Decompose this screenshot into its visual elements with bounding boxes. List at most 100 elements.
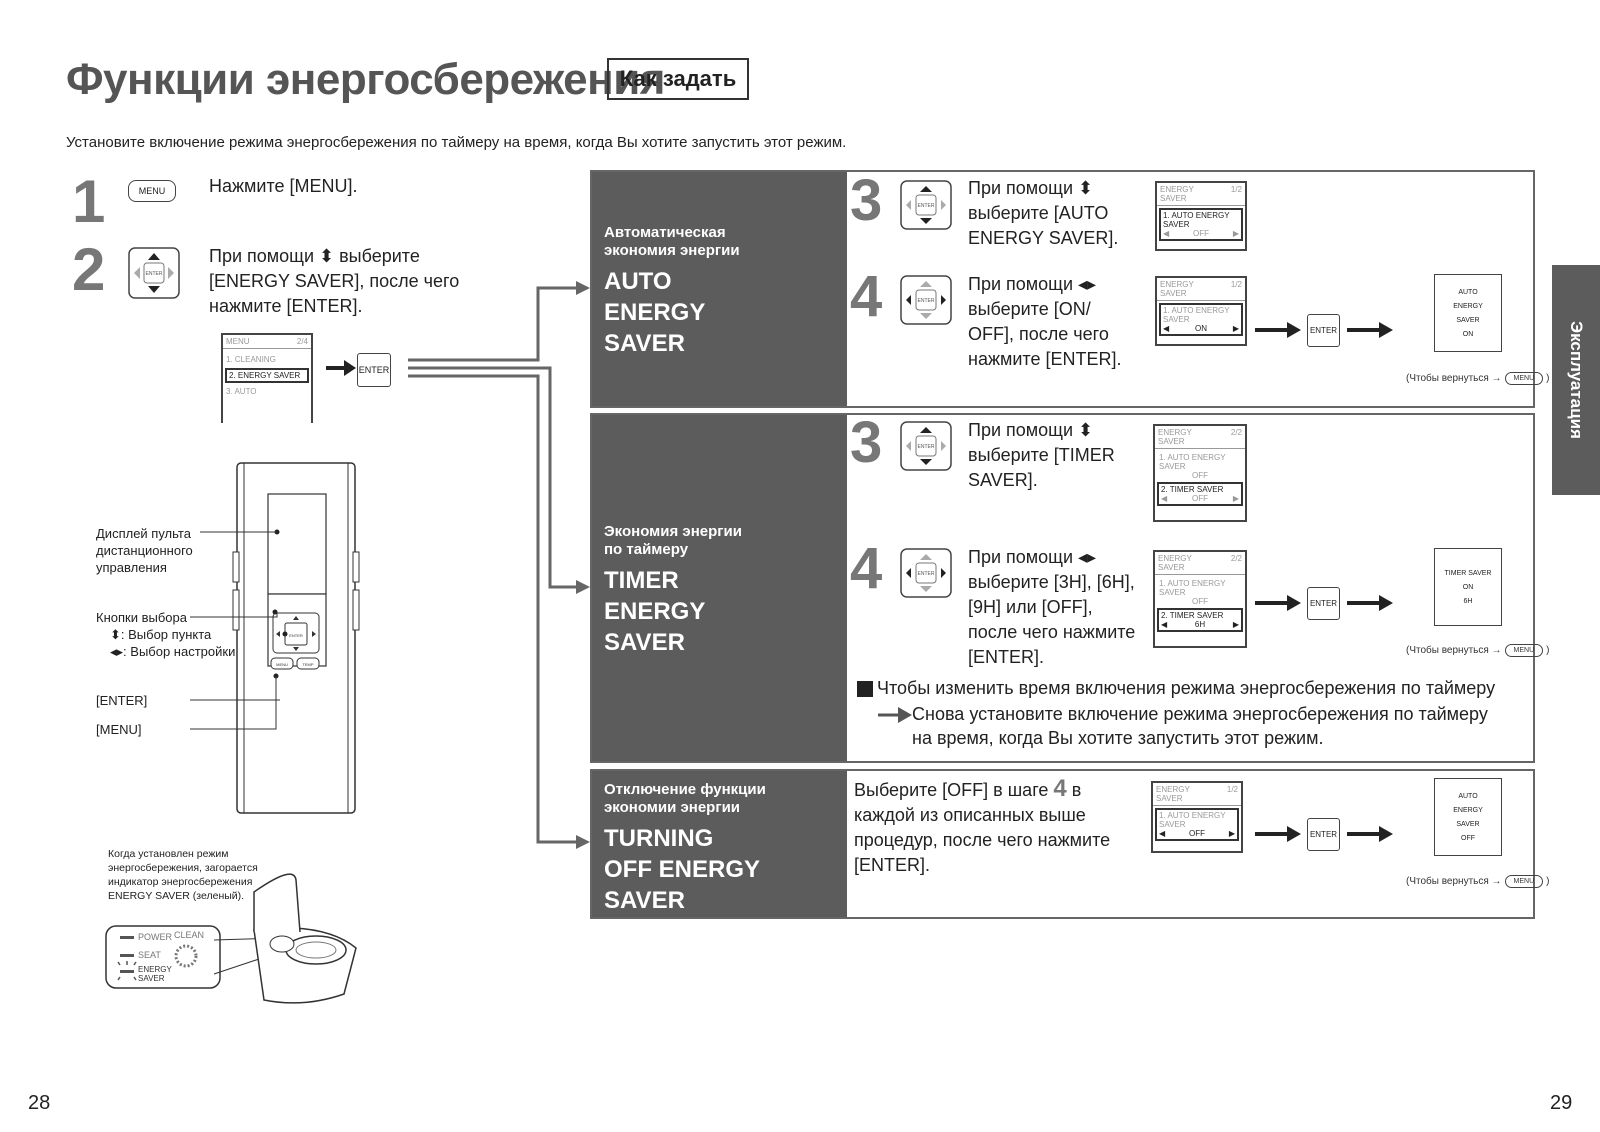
screen-item: 1. AUTO ENERGY SAVER (1159, 579, 1226, 597)
remote-enter-label: [ENTER] (96, 693, 148, 708)
result-line-2: ENERGY (1453, 302, 1483, 310)
screen-selected-label: 1. AUTO ENERGY SAVER (1163, 211, 1230, 229)
screen-value-row: ◀ON▶ (1163, 324, 1239, 333)
timer-step-3-text: При помощи ⬍ выберите [TIMER SAVER]. (968, 420, 1115, 490)
dpad-icon: ENTER (900, 180, 952, 235)
screen-selected-label: 1. AUTO ENERGY SAVER (1159, 811, 1226, 829)
dpad-icon: ENTER (900, 275, 952, 330)
off-result-display: AUTO ENERGY SAVER OFF (1434, 778, 1502, 856)
dpad-icon: ENTER (128, 247, 180, 299)
svg-text:ENTER: ENTER (918, 298, 935, 304)
screen-value-row: ◀OFF▶ (1163, 229, 1239, 238)
menu-button-icon: MENU (1504, 644, 1544, 657)
indicator-seat: SEAT (138, 950, 161, 960)
auto-section-title-1: AUTO (604, 268, 672, 295)
remote-menu-label: [MENU] (96, 722, 142, 737)
svg-text:ENTER: ENTER (918, 571, 935, 577)
off-section-title-2: OFF ENERGY (604, 856, 761, 883)
timer-section-title-1: TIMER (604, 567, 679, 594)
screen-selected-item: 2. TIMER SAVER◀6H▶ (1157, 608, 1243, 632)
remote-leader-lines (190, 531, 280, 730)
arrow-right-icon (878, 706, 912, 729)
screen-value: OFF (1189, 829, 1205, 838)
auto-back-hint: (Чтобы вернуться →MENU) (1406, 372, 1550, 385)
off-section-subtitle: Отключение функции экономии энергии (604, 781, 766, 816)
screen-page: 1/2 (1230, 280, 1242, 289)
dpad-icon: ENTER (900, 421, 952, 476)
screen-selected-item: 2. TIMER SAVER◀OFF▶ (1157, 482, 1243, 506)
enter-button-icon: ENTER (1307, 587, 1340, 620)
screen-title: ENERGY SAVER (1158, 428, 1192, 446)
screen-item-value: OFF (1192, 597, 1208, 606)
result-line-3: SAVER (1456, 820, 1480, 828)
menu-item-cleaning: 1. CLEANING (226, 355, 276, 364)
screen-value-row: ◀OFF▶ (1161, 494, 1239, 503)
result-line-4: ON (1462, 330, 1474, 338)
screen-page: 1/2 (1226, 785, 1238, 794)
remote-control: MENU TEMP ENTER (232, 462, 360, 814)
page-number-left: 28 (28, 1092, 51, 1114)
timer-note-title: Чтобы изменить время включения режима эн… (877, 678, 1496, 698)
svg-text:ENTER: ENTER (146, 271, 163, 277)
remote-enter-button: ENTER (289, 633, 303, 638)
enter-button-icon: ENTER (1307, 314, 1340, 347)
timer-step-4-text: При помощи ◂▸ выберите [3H], [6H], [9H] … (968, 547, 1136, 667)
flow-connector (408, 281, 590, 849)
timer-back-hint: (Чтобы вернуться →MENU) (1406, 644, 1550, 657)
remote-select-label: Кнопки выбора (96, 610, 187, 625)
svg-text:SAVER: SAVER (138, 974, 165, 983)
menu-item-energy-saver: 2. ENERGY SAVER (225, 368, 309, 383)
arrow-right-icon (1347, 594, 1393, 617)
result-line-1: AUTO (1458, 792, 1478, 800)
back-text: (Чтобы вернуться → (1406, 645, 1502, 656)
remote-temp-button: TEMP (302, 662, 313, 667)
remote-select-setting: ◂▸: Выбор настройки (110, 644, 236, 659)
timer-step-number-3: 3 (850, 410, 883, 475)
timer-result-display: TIMER SAVER ON 6H (1434, 548, 1502, 626)
off-text-part-1: Выберите [OFF] в шаге (854, 780, 1049, 800)
timer-note-line-2: на время, когда Вы хотите запустить этот… (912, 728, 1324, 748)
auto-step-4-text: При помощи ◂▸ выберите [ON/ OFF], после … (968, 274, 1122, 369)
square-bullet-icon (857, 681, 873, 697)
menu-button-icon: MENU (1504, 875, 1544, 888)
off-section-title-3: SAVER (604, 887, 685, 914)
screen-value-row: ◀6H▶ (1161, 620, 1239, 629)
energy-saver-note: Когда установлен режим энергосбережения,… (108, 848, 258, 902)
screen-selected-item: 1. AUTO ENERGY SAVER◀ON▶ (1159, 303, 1243, 336)
result-line-4: OFF (1461, 834, 1475, 842)
step-number-2: 2 (72, 236, 106, 303)
timer-note-line-1: Снова установите включение режима энерго… (912, 704, 1488, 724)
result-line-1: AUTO (1458, 288, 1478, 296)
toilet-illustration: POWER SEAT ENERGY SAVER CLEAN (105, 873, 357, 1004)
menu-button-icon: MENU (1504, 372, 1544, 385)
auto-step-number-3: 3 (850, 168, 883, 233)
timer-step-number-4: 4 (850, 536, 883, 601)
screen-title: ENERGY SAVER (1158, 554, 1192, 572)
timer-section-title-2: ENERGY (604, 598, 706, 625)
result-line-3: SAVER (1456, 316, 1480, 324)
arrow-right-icon (1347, 825, 1393, 848)
page-subtitle: Установите включение режима энергосбереж… (66, 134, 847, 151)
dpad-icon: ENTER (900, 548, 952, 603)
screen-selected-label: 2. TIMER SAVER (1161, 485, 1224, 494)
menu-item-auto: 3. AUTO (226, 387, 257, 396)
section-side-tab: Эксплуатация (1552, 265, 1600, 495)
step-2-text: При помощи ⬍ выберите [ENERGY SAVER], по… (209, 244, 459, 319)
svg-text:ENTER: ENTER (918, 444, 935, 450)
screen-item: 1. AUTO ENERGY SAVER (1159, 453, 1226, 471)
back-text: (Чтобы вернуться → (1406, 373, 1502, 384)
screen-value: ON (1195, 324, 1207, 333)
auto-section-title-3: SAVER (604, 330, 685, 357)
screen-value: OFF (1192, 494, 1208, 503)
how-to-set-badge: Как задать (607, 58, 749, 100)
arrow-right-icon (1255, 594, 1301, 617)
